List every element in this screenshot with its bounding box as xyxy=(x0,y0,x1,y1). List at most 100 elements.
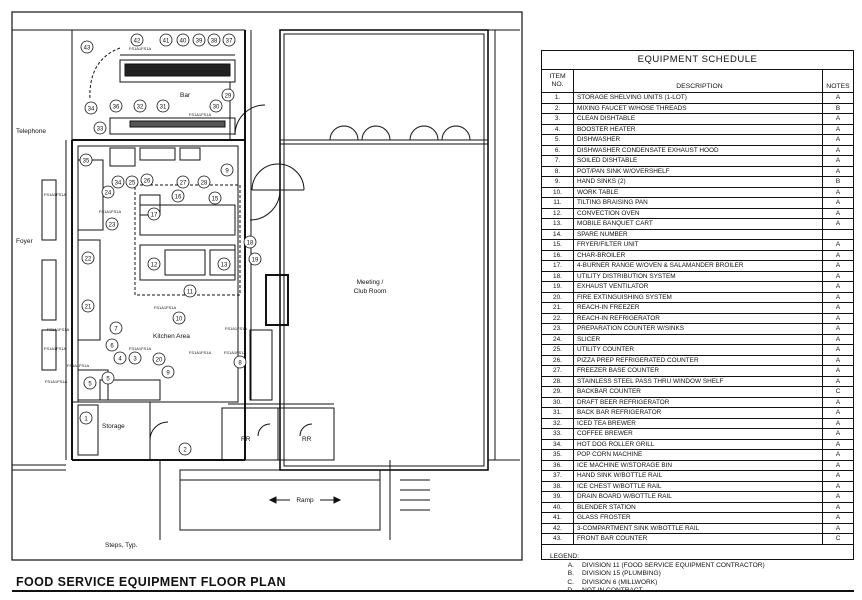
svg-text:38: 38 xyxy=(211,39,218,45)
item-description: FRYER/FILTER UNIT xyxy=(574,240,823,250)
item-note: B xyxy=(835,104,841,112)
item-number: 28. xyxy=(542,376,574,386)
fs-tag: FS1A1FS1A xyxy=(225,326,248,331)
item-number: 6. xyxy=(542,145,574,155)
item-number: 7. xyxy=(542,156,574,166)
svg-text:32: 32 xyxy=(137,105,144,111)
svg-text:29: 29 xyxy=(225,94,232,100)
svg-text:31: 31 xyxy=(160,105,167,111)
item-description: PREPARATION COUNTER W/SINKS xyxy=(574,324,823,334)
item-number: 2. xyxy=(542,103,574,113)
svg-text:27: 27 xyxy=(180,181,187,187)
item-note: A xyxy=(835,146,841,154)
item-number: 29. xyxy=(542,387,574,397)
item-note: B xyxy=(835,178,841,185)
fs-tag: FS1A1FS1A xyxy=(45,379,68,384)
table-row: 17.4-BURNER RANGE W/OVEN & SALAMANDER BR… xyxy=(542,261,853,272)
item-note: A xyxy=(835,94,841,101)
item-number: 25. xyxy=(542,345,574,355)
legend: LEGEND: A. DIVISION 11 (FOOD SERVICE EQUI… xyxy=(542,545,853,596)
room-label-foyer: Foyer xyxy=(16,238,33,245)
item-note: A xyxy=(835,209,841,217)
item-number: 40. xyxy=(542,502,574,512)
room-label-meeting-1: Meeting / xyxy=(357,279,384,286)
svg-text:5: 5 xyxy=(88,382,92,388)
item-number: 26. xyxy=(542,355,574,365)
svg-text:11: 11 xyxy=(187,290,194,296)
fs-tag: FS1A1FS1A xyxy=(47,327,70,332)
legend-title: LEGEND: xyxy=(550,552,579,560)
item-note: A xyxy=(835,115,841,122)
item-note: A xyxy=(835,125,841,133)
svg-text:20: 20 xyxy=(156,358,163,364)
legend-key: A. xyxy=(567,561,574,569)
item-number: 35. xyxy=(542,450,574,460)
svg-text:37: 37 xyxy=(226,39,233,45)
item-note: A xyxy=(835,346,841,353)
svg-text:42: 42 xyxy=(134,39,141,45)
header-item-no: ITEM NO. xyxy=(542,70,574,92)
item-note: A xyxy=(835,199,841,206)
svg-text:34: 34 xyxy=(115,181,122,187)
item-note: A xyxy=(835,325,841,332)
item-number: 8. xyxy=(542,166,574,176)
room-label-telephone: Telephone xyxy=(16,128,46,135)
item-number: 22. xyxy=(542,313,574,323)
item-description: EXHAUST VENTILATOR xyxy=(574,282,823,292)
legend-item: A. DIVISION 11 (FOOD SERVICE EQUIPMENT CO… xyxy=(550,562,853,570)
item-number: 20. xyxy=(542,292,574,302)
item-description: BLENDER STATION xyxy=(574,502,823,512)
legend-text: DIVISION 15 (PLUMBING) xyxy=(582,570,661,578)
item-note: A xyxy=(835,398,841,406)
svg-text:28: 28 xyxy=(201,181,208,187)
item-description: FRONT BAR COUNTER xyxy=(574,534,823,544)
svg-text:18: 18 xyxy=(247,241,254,247)
item-description: SLICER xyxy=(574,334,823,344)
table-row: 23.PREPARATION COUNTER W/SINKS A xyxy=(542,324,853,335)
item-number: 42. xyxy=(542,523,574,533)
item-note: A xyxy=(835,335,841,343)
item-number: 16. xyxy=(542,250,574,260)
item-number: 17. xyxy=(542,261,574,271)
item-number: 39. xyxy=(542,492,574,502)
fs-tag: FS1A1FS1A xyxy=(44,346,67,351)
legend-text: DIVISION 11 (FOOD SERVICE EQUIPMENT CONT… xyxy=(582,561,765,569)
drawing-title: FOOD SERVICE EQUIPMENT FLOOR PLAN xyxy=(16,575,286,589)
item-note: A xyxy=(835,251,841,259)
schedule-header-row: ITEM NO. DESCRIPTION NOTES xyxy=(542,70,853,93)
item-note: A xyxy=(835,482,841,490)
svg-text:35: 35 xyxy=(83,159,90,165)
item-note: A xyxy=(835,241,841,248)
item-description: DRAFT BEER REFRIGERATOR xyxy=(574,397,823,407)
fs-tag: FS1A1FS1A xyxy=(44,192,67,197)
item-description: REACH-IN REFRIGERATOR xyxy=(574,313,823,323)
item-note: A xyxy=(835,430,841,437)
item-number: 23. xyxy=(542,324,574,334)
item-description: WORK TABLE xyxy=(574,187,823,197)
item-number: 31. xyxy=(542,408,574,418)
svg-text:40: 40 xyxy=(180,39,187,45)
fs-tag: FS1A1FS1A xyxy=(129,346,152,351)
item-number: 4. xyxy=(542,124,574,134)
item-note xyxy=(823,230,853,240)
item-number: 36. xyxy=(542,460,574,470)
item-note: A xyxy=(835,167,841,175)
item-number: 18. xyxy=(542,271,574,281)
